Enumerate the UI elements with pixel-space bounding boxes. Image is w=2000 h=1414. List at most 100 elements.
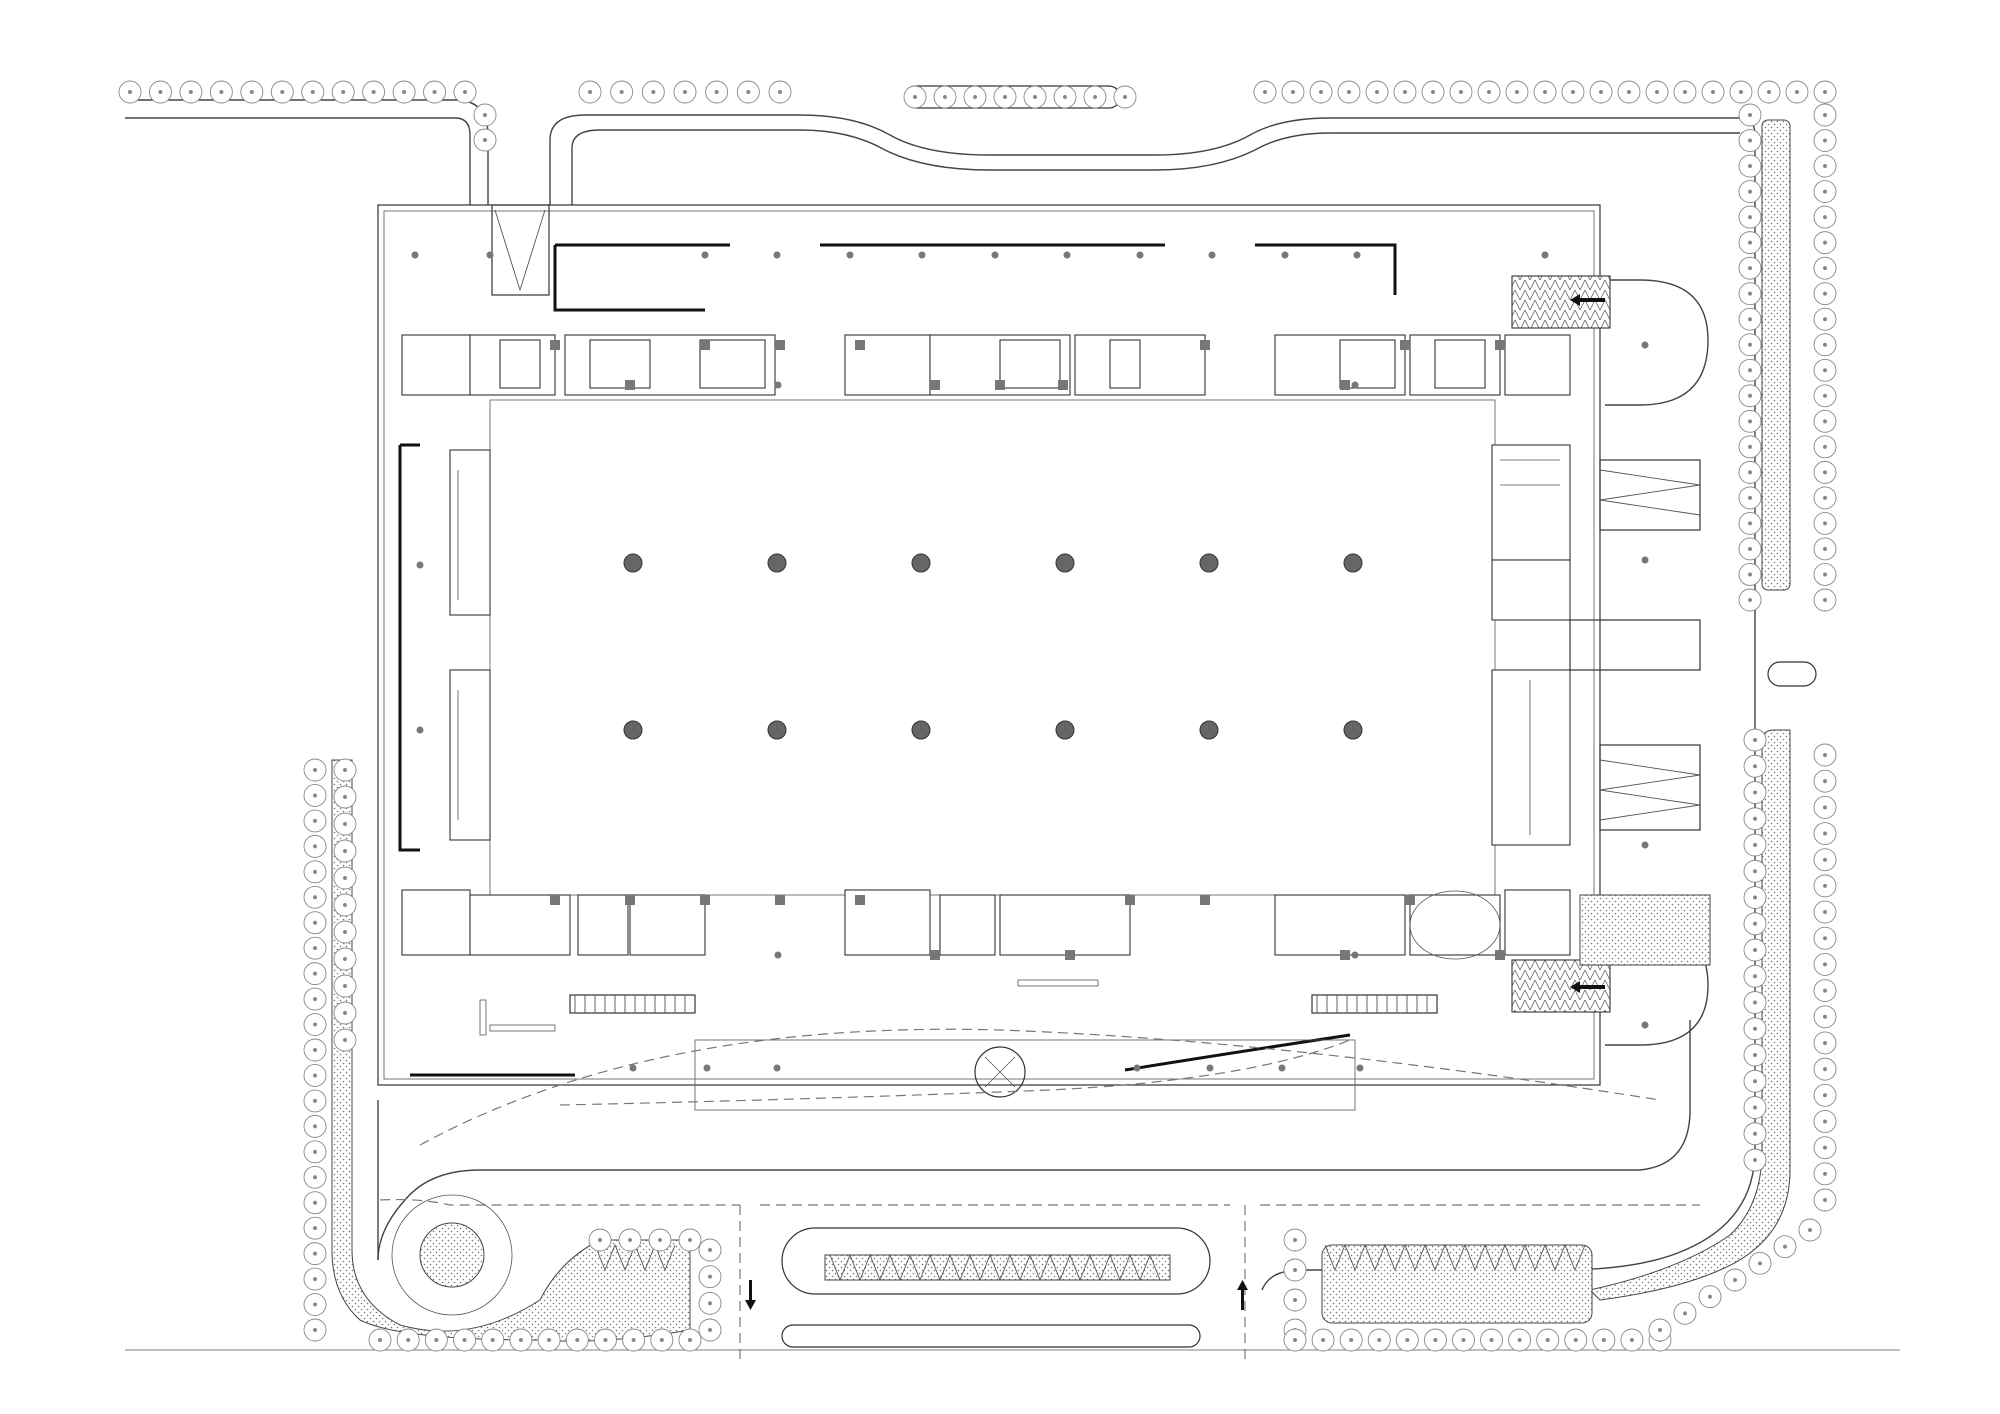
round-column-icon	[991, 251, 999, 259]
round-column-icon	[1641, 1021, 1649, 1029]
site-roads	[125, 85, 1900, 1360]
circle-tree-icon	[333, 1001, 357, 1025]
circle-tree-icon	[1738, 231, 1762, 255]
circle-tree-icon	[1813, 1057, 1837, 1081]
circle-tree-icon	[1743, 833, 1767, 857]
circle-tree-icon	[1053, 85, 1077, 109]
circle-tree-icon	[1738, 180, 1762, 204]
circle-tree-icon	[303, 1191, 327, 1215]
circle-tree-icon	[333, 785, 357, 809]
circle-tree-icon	[303, 1293, 327, 1316]
circle-tree-icon	[1395, 1328, 1419, 1352]
circle-tree-icon	[1748, 1251, 1772, 1275]
circle-tree-icon	[1309, 80, 1333, 104]
circle-tree-icon	[736, 80, 760, 104]
circle-tree-icon	[1283, 1328, 1307, 1352]
circle-tree-icon	[1698, 1285, 1722, 1309]
circle-tree-icon	[1477, 80, 1501, 104]
round-column-icon	[1125, 895, 1135, 905]
circle-tree-icon	[1813, 1136, 1837, 1160]
round-column-icon	[1353, 251, 1361, 259]
circle-tree-icon	[1743, 728, 1767, 752]
circle-tree-icon	[1785, 80, 1809, 104]
circle-tree-icon	[1113, 85, 1137, 109]
circle-tree-icon	[963, 85, 987, 109]
circle-tree-icon	[1813, 486, 1837, 510]
circle-tree-icon	[1738, 588, 1762, 612]
circle-tree-icon	[1813, 1005, 1837, 1029]
circle-tree-icon	[1738, 511, 1762, 535]
building-outline	[377, 204, 1601, 1111]
circle-tree-icon	[1673, 80, 1697, 104]
circle-tree-icon	[1813, 205, 1837, 229]
round-column-icon	[701, 251, 709, 259]
circle-tree-icon	[1648, 1318, 1672, 1342]
round-column-icon	[1641, 556, 1649, 564]
circle-tree-icon	[303, 1038, 327, 1062]
round-column-icon	[774, 381, 782, 389]
round-column-icon	[1136, 251, 1144, 259]
round-column-icon	[1343, 553, 1363, 573]
circle-tree-icon	[1589, 80, 1613, 104]
hall-columns	[623, 553, 1363, 740]
circle-tree-icon	[1813, 926, 1837, 950]
circle-tree-icon	[1423, 1328, 1447, 1352]
circle-tree-icon	[1617, 80, 1641, 104]
circle-tree-icon	[1564, 1328, 1588, 1352]
circle-tree-icon	[1813, 848, 1837, 872]
top-room-row	[401, 334, 1571, 396]
circle-tree-icon	[1813, 358, 1837, 382]
circle-tree-icon	[1813, 874, 1837, 898]
circle-tree-icon	[1311, 1328, 1335, 1352]
circle-tree-icon	[149, 80, 172, 104]
circle-tree-icon	[303, 1318, 327, 1342]
round-column-icon	[1641, 341, 1649, 349]
circle-tree-icon	[303, 1216, 327, 1240]
round-column-icon	[1400, 340, 1410, 350]
circle-tree-icon	[473, 128, 497, 152]
circle-tree-icon	[1813, 822, 1837, 845]
circle-tree-icon	[1813, 563, 1837, 586]
circle-tree-icon	[301, 80, 325, 104]
circle-tree-icon	[392, 80, 416, 104]
circle-tree-icon	[1738, 537, 1762, 561]
round-column-icon	[550, 340, 560, 350]
circle-tree-icon	[768, 80, 792, 104]
round-column-icon	[1343, 720, 1363, 740]
circle-tree-icon	[1743, 1069, 1767, 1093]
arrow-icon	[745, 1280, 756, 1310]
round-column-icon	[1055, 720, 1075, 740]
circle-tree-icon	[1508, 1328, 1532, 1352]
circle-tree-icon	[1798, 1218, 1822, 1242]
circle-tree-icon	[1813, 795, 1837, 819]
round-column-icon	[411, 251, 419, 259]
round-column-icon	[1208, 251, 1216, 259]
circle-tree-icon	[1813, 256, 1837, 280]
circle-tree-icon	[1738, 333, 1762, 357]
circle-tree-icon	[333, 812, 357, 836]
circle-tree-icon	[303, 1140, 327, 1164]
circle-tree-icon	[648, 1228, 672, 1252]
round-column-icon	[416, 561, 424, 569]
circle-tree-icon	[1738, 486, 1762, 510]
bottom-room-row	[401, 889, 1571, 960]
round-column-icon	[1281, 251, 1289, 259]
circle-tree-icon	[179, 80, 203, 104]
circle-tree-icon	[705, 80, 729, 104]
round-column-icon	[774, 951, 782, 959]
round-column-icon	[1206, 1064, 1214, 1072]
circle-tree-icon	[537, 1328, 561, 1352]
circle-tree-icon	[1645, 80, 1669, 104]
circle-tree-icon	[1738, 154, 1762, 178]
round-column-icon	[767, 720, 787, 740]
round-column-icon	[773, 251, 781, 259]
circle-tree-icon	[1743, 964, 1767, 988]
direction-arrows	[745, 294, 1605, 1310]
circle-tree-icon	[1253, 80, 1277, 104]
round-column-icon	[1541, 251, 1549, 259]
round-column-icon	[911, 720, 931, 740]
circle-tree-icon	[1536, 1328, 1560, 1352]
circle-tree-icon	[1738, 409, 1762, 433]
arrow-icon	[1570, 981, 1605, 993]
circle-tree-icon	[1813, 537, 1837, 561]
